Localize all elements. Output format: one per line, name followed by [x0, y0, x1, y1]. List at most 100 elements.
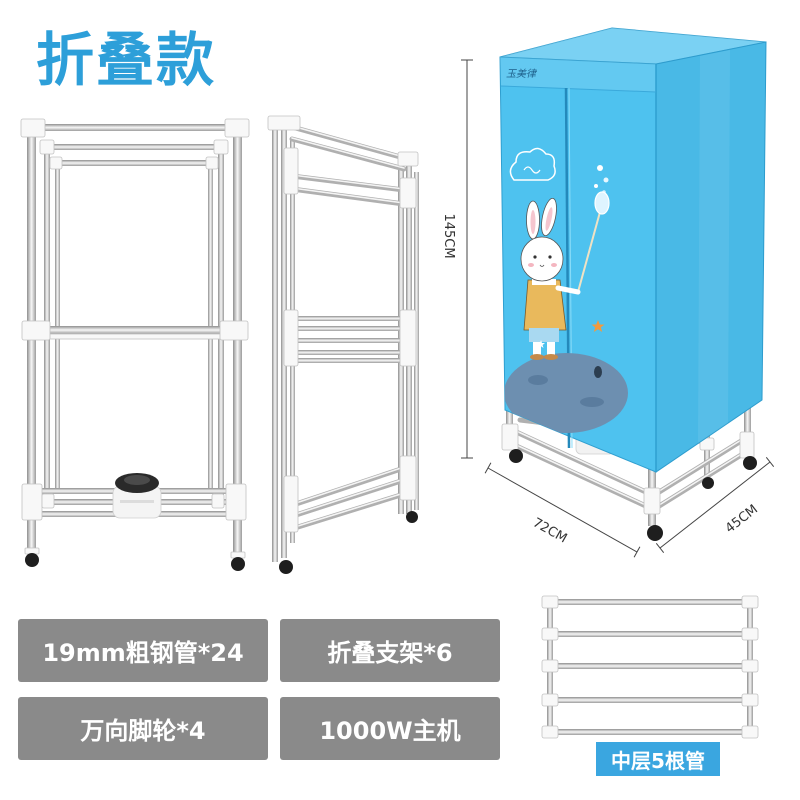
- feature-box-casters: 万向脚轮*4: [18, 697, 268, 760]
- corner-connector: [21, 483, 43, 521]
- feature-label: 19mm粗钢管*24: [42, 639, 244, 667]
- cover-side-highlight: [698, 50, 730, 443]
- caster-wheel: [743, 456, 757, 470]
- folded-top-rod: [289, 173, 407, 193]
- rabbit-foot: [530, 354, 544, 360]
- rod-connector: [741, 595, 759, 609]
- rabbit-ear-inner: [530, 210, 536, 234]
- page-title: 折叠款: [36, 26, 217, 94]
- cover-front-band: [500, 57, 656, 92]
- cover-seam: [500, 85, 657, 93]
- base-connector: [699, 437, 715, 451]
- rabbit-arm: [555, 285, 581, 295]
- caster-wheel: [231, 557, 245, 571]
- caster-wheel: [647, 525, 663, 541]
- base-side-rail: [653, 449, 749, 511]
- feature-box-heater: 1000W主机: [280, 697, 500, 760]
- folding-joint: [397, 151, 419, 167]
- rod-connector: [541, 693, 559, 707]
- rod-connector: [541, 659, 559, 673]
- rail-connector: [41, 493, 55, 509]
- folded-middle-rod: [294, 326, 402, 331]
- base-connector: [501, 423, 519, 451]
- rail-connector: [39, 139, 55, 155]
- folded-bottom-rod: [293, 477, 407, 518]
- folding-joint: [399, 455, 417, 501]
- rabbit-mouth: [539, 264, 545, 267]
- heater-knob: [124, 475, 150, 485]
- rod-highlight: [295, 478, 405, 515]
- base-side-rail: [653, 435, 749, 497]
- middle-rail: [30, 326, 238, 334]
- planet-crater: [528, 375, 548, 385]
- steel-rod: [552, 631, 748, 637]
- middle-layer-label-text: 中层5根管: [611, 748, 705, 773]
- rod-connector: [541, 725, 559, 739]
- caster-wheel: [509, 449, 523, 463]
- rabbit-eye: [533, 255, 537, 259]
- folding-joint: [283, 475, 299, 533]
- rail-connector: [211, 493, 225, 509]
- rod-highlight: [291, 125, 405, 158]
- front-pole: [233, 126, 242, 558]
- rod-connector: [741, 659, 759, 673]
- folded-bottom-rod: [293, 465, 407, 507]
- caster-wheel: [25, 553, 39, 567]
- folded-pole: [272, 120, 278, 562]
- folded-bottom-rod: [295, 491, 407, 530]
- corner-connector: [225, 483, 247, 521]
- dimension-tick: [484, 462, 492, 474]
- rabbit-eye: [548, 255, 552, 259]
- folded-middle-rod: [294, 338, 402, 343]
- rail-connector: [213, 139, 229, 155]
- folding-joint: [283, 309, 299, 367]
- caster-wheel: [406, 511, 418, 523]
- steel-rod: [552, 663, 748, 669]
- dimension-tick: [655, 542, 665, 554]
- corner-connector: [21, 320, 51, 341]
- height-label: 145CM: [441, 213, 456, 258]
- folded-top-rod: [289, 136, 407, 172]
- rabbit-leg: [547, 342, 555, 356]
- dimension-tick: [765, 456, 775, 468]
- planet-crater: [580, 397, 604, 407]
- middle-layer-rods: [541, 595, 759, 739]
- rod-highlight: [291, 174, 405, 190]
- feature-label: 折叠支架*6: [327, 639, 453, 667]
- star: [591, 320, 605, 332]
- rabbit-pants: [529, 328, 559, 342]
- folded-middle-rod: [294, 316, 402, 321]
- rod-highlight: [291, 187, 405, 204]
- rod-highlight: [297, 492, 405, 527]
- penguin: [594, 366, 602, 378]
- folded-pole: [414, 172, 419, 510]
- folded-top-rod: [289, 124, 407, 161]
- base-front-rail: [509, 427, 653, 497]
- depth-label: 45CM: [723, 502, 761, 537]
- feature-box-folding-brackets: 折叠支架*6: [280, 619, 500, 682]
- rabbit-ear-inner: [545, 207, 553, 231]
- butterfly-net: [594, 191, 610, 215]
- dimension-line: [659, 461, 771, 549]
- folded-rack-frame: [267, 115, 419, 574]
- folded-top-rod: [289, 186, 407, 207]
- feature-label: 万向脚轮*4: [80, 717, 206, 745]
- middle-strip: [45, 333, 223, 340]
- folding-joint: [399, 309, 417, 367]
- folded-middle-rod: [294, 350, 402, 355]
- top-rail: [40, 124, 230, 131]
- heater-unit: [112, 473, 162, 519]
- sparkle: [603, 177, 609, 183]
- base-front-rail: [509, 441, 653, 511]
- rail-connector: [205, 156, 219, 170]
- folding-joint: [267, 115, 301, 131]
- rod-highlight: [655, 450, 747, 508]
- rabbit-leg: [533, 342, 541, 356]
- rod-highlight: [291, 137, 405, 169]
- steel-rod: [552, 697, 748, 703]
- folding-joint: [399, 177, 417, 209]
- caster-wheel: [279, 560, 293, 574]
- rabbit-cheek: [551, 263, 557, 267]
- steel-rod: [552, 599, 748, 605]
